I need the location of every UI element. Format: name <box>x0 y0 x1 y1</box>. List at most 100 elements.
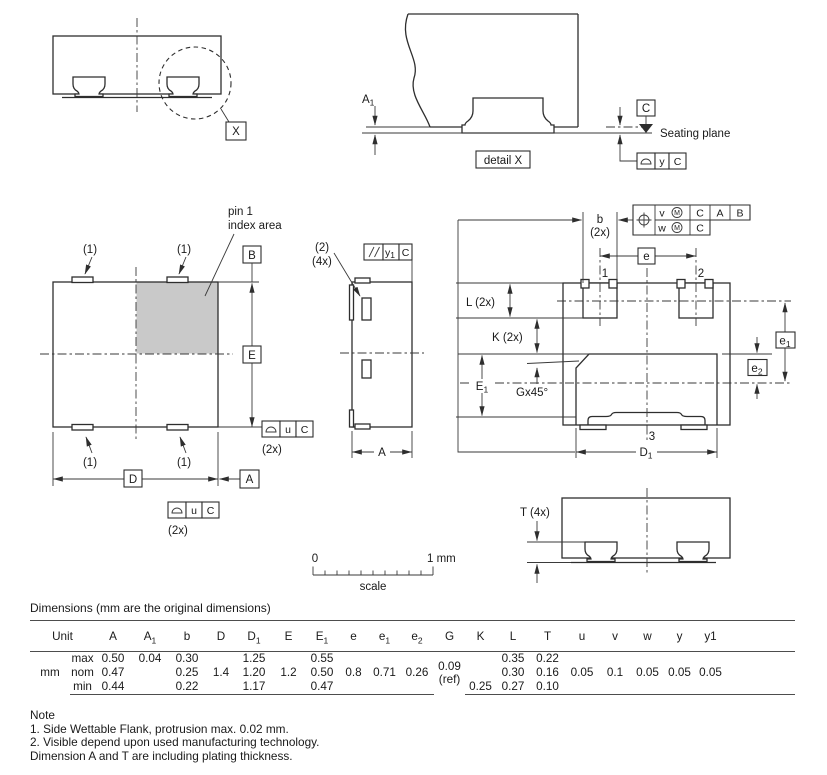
terminal <box>676 541 710 563</box>
datum-c-label: C <box>642 103 650 115</box>
dim-value: 0.05 <box>699 666 722 679</box>
dim-value <box>565 652 599 667</box>
profile-surface-icon <box>640 158 652 165</box>
fcf-tolerance: v <box>659 208 665 220</box>
col-header: y1 <box>695 621 727 652</box>
fcf-tolerance: y1 <box>385 247 395 260</box>
datum-a-box <box>239 469 260 489</box>
dim-l-label: L (2x) <box>466 297 495 309</box>
scale-ruler <box>312 566 434 576</box>
flank-notch <box>580 278 590 289</box>
flank-tab <box>579 424 607 431</box>
col-header: K <box>465 621 497 652</box>
detail-circle <box>158 46 232 120</box>
dim-value <box>465 666 496 680</box>
dim-d-label: D <box>129 474 137 486</box>
pin1-index-area <box>136 282 218 354</box>
dim-value <box>631 680 665 695</box>
flank-strip <box>348 284 355 321</box>
spacer-cell <box>726 666 795 680</box>
col-header: T <box>530 621 566 652</box>
notes-section: Note 1. Side Wettable Flank, protrusion … <box>30 708 770 763</box>
col-header: E <box>271 621 307 652</box>
package-body <box>52 281 219 428</box>
pin1-note-line1: pin 1 <box>228 206 253 218</box>
fcf-dividers <box>654 205 731 235</box>
note-item: Dimension A and T are including plating … <box>30 748 293 763</box>
view-side-t: T (4x) <box>520 488 731 583</box>
dimension-connector <box>457 220 575 453</box>
view-side-front: X <box>52 18 247 141</box>
terminal <box>166 76 200 98</box>
dim-e-label: E <box>248 350 256 362</box>
fcf-cell <box>398 243 413 261</box>
terminal-mark <box>71 276 94 284</box>
dim-value: 0.22 <box>169 680 206 695</box>
flank-window <box>361 297 372 321</box>
dim-value <box>131 680 170 695</box>
dim-value: 0.50 <box>310 666 334 679</box>
view-top: (1) (1) (1) (1) pin 1 index area B E D A… <box>40 206 314 537</box>
dim-a-label: A <box>378 447 386 459</box>
dim-value: 0.35 <box>501 652 525 665</box>
fcf-datum: C <box>301 424 309 436</box>
dim-value <box>400 652 434 667</box>
fcf-cell <box>295 420 314 438</box>
table-header-row: Unit A A1 b D D1 E E1 e e1 e2 G K L T u … <box>30 621 796 652</box>
pin1-number: 1 <box>602 268 608 280</box>
dim-value: 0.1 <box>606 666 624 679</box>
dim-value <box>599 680 632 695</box>
flank-strip <box>348 409 355 428</box>
note-item: 1. Side Wettable Flank, protrusion max. … <box>30 721 289 736</box>
scale-zero-label: 0 <box>312 553 318 565</box>
view-detail-x: A1 C Seating plane y C detail X <box>362 13 730 170</box>
col-header: A1 <box>131 621 170 652</box>
label-mask <box>374 444 390 456</box>
col-header: G <box>434 621 466 652</box>
view-bottom: 1 2 3 e b (2x) v M C A B w M C L (2x) <box>456 204 796 461</box>
ref-e1-box <box>775 331 796 349</box>
dim-value: 0.47 <box>306 680 339 695</box>
terminal <box>72 76 106 98</box>
dim-value: 0.04 <box>138 652 162 665</box>
dim-value <box>400 680 435 695</box>
dim-value <box>465 652 496 667</box>
leader-line <box>220 108 230 123</box>
dim-e1-label: E1 <box>476 381 489 395</box>
col-header: L <box>496 621 531 652</box>
dim-value: 1.2 <box>280 666 297 679</box>
row-label: max <box>71 652 94 665</box>
mmc-icon <box>671 207 683 218</box>
label-mask <box>472 379 492 393</box>
terminal-tab <box>354 423 371 430</box>
dim-value: 0.71 <box>373 666 396 679</box>
fcf-cell <box>201 501 220 519</box>
col-header: b <box>169 621 206 652</box>
dim-value: 0.47 <box>101 666 125 679</box>
flank-notch <box>704 278 714 289</box>
detail-caption-box <box>475 150 531 169</box>
scale-caption: scale <box>360 581 387 593</box>
datum-triangle-icon <box>639 124 653 133</box>
dim-value: 0.50 <box>101 652 125 665</box>
fcf-tolerance: y <box>659 156 665 168</box>
drawing-canvas: X A1 C Seating plane y C detail X <box>40 13 796 593</box>
col-header: E1 <box>306 621 339 652</box>
dim-value: 0.27 <box>496 680 531 695</box>
dim-b-count: (2x) <box>590 227 610 239</box>
extension-line <box>526 360 580 364</box>
dim-value: 0.8 <box>345 666 362 679</box>
dim-value: 0.25 <box>465 680 497 695</box>
col-header: e <box>338 621 370 652</box>
detail-ref-box <box>225 121 247 141</box>
terminal-mark <box>166 423 189 431</box>
terminal <box>584 541 618 563</box>
ref-e1-label: e1 <box>779 336 790 350</box>
position-icon <box>636 212 652 228</box>
ref-e2-label: e2 <box>751 363 762 377</box>
dim-e-label: e <box>643 251 649 263</box>
col-header: D1 <box>237 621 272 652</box>
fcf-cell <box>363 243 384 261</box>
fcf-datum: A <box>716 208 723 220</box>
flank-note-line1: (2) <box>315 242 329 254</box>
